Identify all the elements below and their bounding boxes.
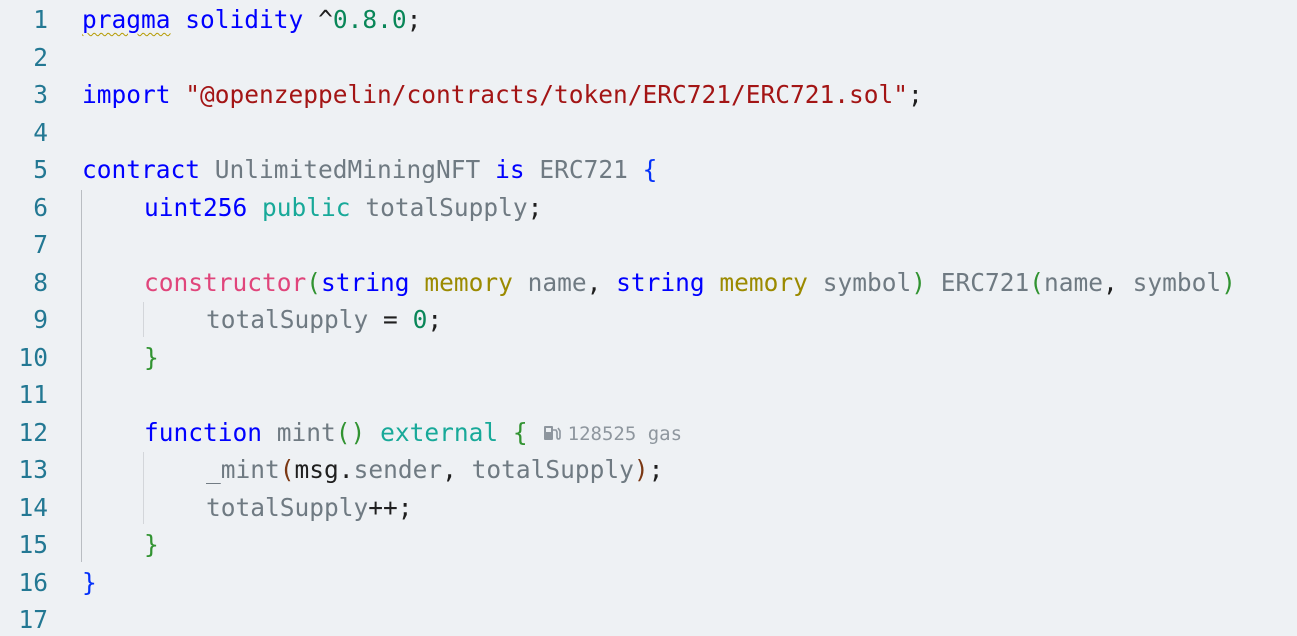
code-line-14[interactable]: totalSupply++; xyxy=(206,489,413,527)
line-number: 4 xyxy=(33,117,48,147)
semicolon: ; xyxy=(397,492,413,522)
contract-name: UnlimitedMiningNFT xyxy=(214,155,481,184)
memory-keyword: memory xyxy=(424,267,513,297)
code-line-5[interactable]: contract UnlimitedMiningNFT is ERC721 { xyxy=(82,151,657,189)
code-line-1[interactable]: pragma solidity ^0.8.0; xyxy=(82,1,421,39)
number-literal: 0 xyxy=(412,305,428,334)
arg-symbol: symbol xyxy=(1132,267,1222,297)
comma: , xyxy=(586,267,602,297)
open-brace: { xyxy=(642,155,658,184)
code-line-12[interactable]: function mint() external {128525 gas xyxy=(144,414,682,452)
code-line-15[interactable]: } xyxy=(144,526,159,564)
import-keyword: import xyxy=(82,80,171,109)
open-brace: { xyxy=(512,417,528,447)
state-variable: totalSupply xyxy=(471,455,634,484)
solidity-keyword: solidity xyxy=(185,5,304,34)
semicolon: ; xyxy=(648,455,664,484)
semicolon: ; xyxy=(527,192,543,222)
function-call: _mint xyxy=(206,455,280,484)
code-line-9[interactable]: totalSupply = 0; xyxy=(206,301,442,339)
line-number: 5 xyxy=(33,155,48,184)
line-number: 15 xyxy=(18,530,48,559)
line-number: 6 xyxy=(33,192,48,222)
code-line-16[interactable]: } xyxy=(82,564,97,602)
indent-guide xyxy=(143,452,144,524)
indent-guide xyxy=(81,190,82,562)
comma: , xyxy=(1103,267,1118,297)
state-variable: totalSupply xyxy=(206,305,369,334)
gas-estimate-codelens[interactable]: 128525 gas xyxy=(542,423,682,445)
open-paren: ( xyxy=(279,455,295,484)
semicolon: ; xyxy=(427,305,443,334)
indent-guide xyxy=(143,302,144,337)
close-brace: } xyxy=(82,567,97,597)
open-paren: ( xyxy=(1029,267,1045,297)
is-keyword: is xyxy=(495,155,525,184)
function-name: mint xyxy=(276,417,336,447)
assign-operator: = xyxy=(383,305,398,334)
code-area[interactable]: pragma solidity ^0.8.0; import "@openzep… xyxy=(82,0,1297,636)
state-variable: totalSupply xyxy=(206,492,369,522)
close-brace: } xyxy=(144,530,159,559)
code-line-6[interactable]: uint256 public totalSupply; xyxy=(144,189,542,227)
close-paren: ) xyxy=(633,455,649,484)
contract-keyword: contract xyxy=(82,155,201,184)
version-number: 0.8.0 xyxy=(332,5,407,34)
line-number: 3 xyxy=(33,80,48,109)
code-line-13[interactable]: _mint(msg.sender, totalSupply); xyxy=(206,451,663,489)
comma: , xyxy=(442,455,457,484)
line-number-gutter: 1 2 3 4 5 6 7 8 9 10 11 12 13 14 15 16 1… xyxy=(0,0,56,636)
code-line-3[interactable]: import "@openzeppelin/contracts/token/ER… xyxy=(82,76,923,114)
type-keyword: uint256 xyxy=(144,192,248,222)
semicolon: ; xyxy=(406,5,422,34)
close-brace: } xyxy=(144,342,159,372)
param-name: symbol xyxy=(822,267,912,297)
function-keyword: function xyxy=(144,417,263,447)
parens: () xyxy=(335,417,366,447)
line-number: 1 xyxy=(33,5,48,34)
close-paren: ) xyxy=(1221,267,1236,297)
base-contract: ERC721 xyxy=(539,155,628,184)
line-number: 2 xyxy=(33,42,48,72)
line-number: 13 xyxy=(18,455,48,484)
external-keyword: external xyxy=(380,417,499,447)
code-line-10[interactable]: } xyxy=(144,339,159,377)
semicolon: ; xyxy=(908,80,923,109)
line-number: 7 xyxy=(33,230,48,259)
gas-pump-icon xyxy=(542,419,562,457)
line-number: 9 xyxy=(33,305,48,334)
line-number: 8 xyxy=(33,267,48,297)
param-name: name xyxy=(527,267,587,297)
line-number: 10 xyxy=(18,342,48,372)
msg-global: msg xyxy=(294,455,339,484)
sender-member: sender xyxy=(353,455,443,484)
line-number: 14 xyxy=(18,492,48,522)
constructor-keyword: constructor xyxy=(144,267,307,297)
open-paren: ( xyxy=(306,267,322,297)
line-number: 16 xyxy=(18,567,48,597)
param-type: string xyxy=(321,267,410,297)
param-type: string xyxy=(616,267,705,297)
base-constructor: ERC721 xyxy=(940,267,1030,297)
line-number: 12 xyxy=(18,417,48,447)
pragma-keyword: pragma xyxy=(82,5,171,34)
import-path-string: "@openzeppelin/contracts/token/ERC721/ER… xyxy=(185,80,909,109)
line-number: 11 xyxy=(18,380,48,409)
caret-operator: ^ xyxy=(318,5,333,34)
code-line-8[interactable]: constructor(string memory name, string m… xyxy=(144,264,1236,302)
increment-operator: ++ xyxy=(368,492,398,522)
close-paren: ) xyxy=(911,267,926,297)
gas-estimate-label: 128525 gas xyxy=(567,422,683,445)
state-variable: totalSupply xyxy=(365,192,528,222)
memory-keyword: memory xyxy=(719,267,808,297)
visibility-keyword: public xyxy=(262,192,351,222)
dot: . xyxy=(338,455,354,484)
line-number: 17 xyxy=(18,605,48,634)
arg-name: name xyxy=(1044,267,1104,297)
